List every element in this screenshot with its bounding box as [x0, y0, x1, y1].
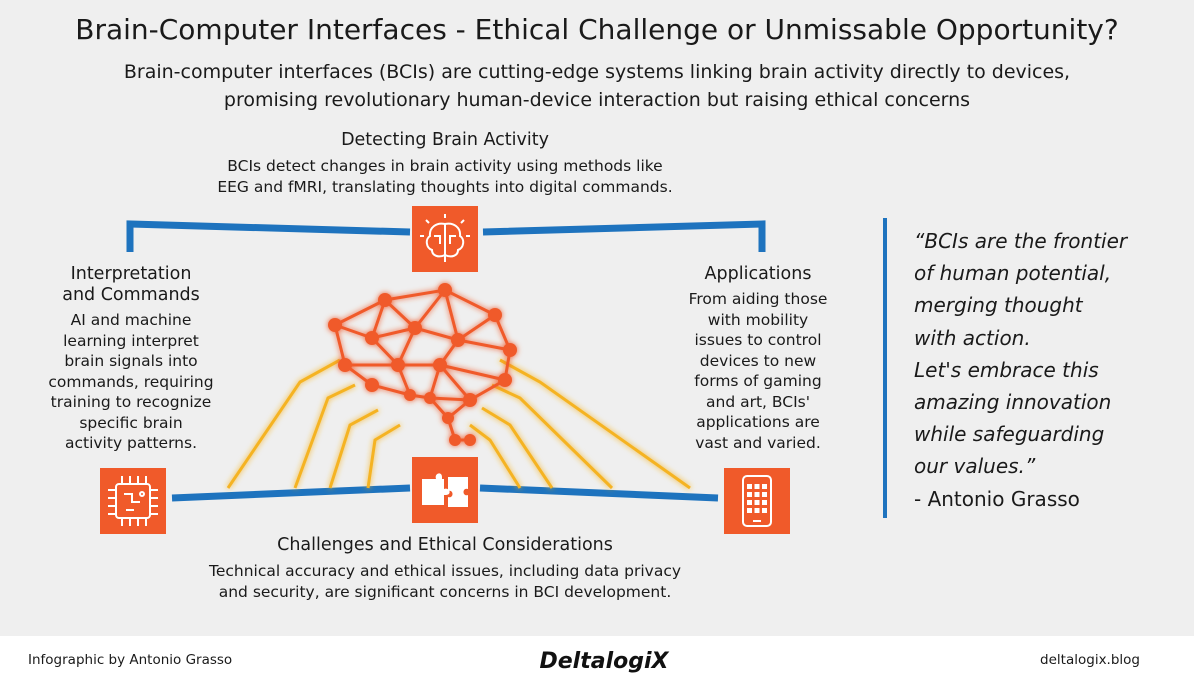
- quote-line: merging thought: [914, 293, 1083, 318]
- section-body-line: forms of gaming: [694, 372, 822, 390]
- section-interpretation-and-commands: Interpretation and Commands AI and machi…: [20, 264, 242, 454]
- quote-accent-bar: [883, 218, 887, 518]
- section-body-line: vast and varied.: [695, 433, 821, 452]
- section-body: From aiding those with mobility issues t…: [662, 289, 854, 453]
- quote-line: with action.: [914, 325, 1031, 350]
- quote-line: Let's embrace this: [914, 357, 1099, 382]
- microchip-icon: [108, 476, 158, 526]
- top-connector-bracket: [126, 220, 766, 252]
- brain-network-icon: [328, 283, 517, 446]
- section-body: BCIs detect changes in brain activity us…: [180, 156, 710, 197]
- section-body-line: EEG and fMRI, translating thoughts into …: [217, 177, 673, 196]
- logo-text: DeltalogiX: [540, 649, 670, 674]
- section-body-line: BCIs detect changes in brain activity us…: [227, 157, 663, 175]
- section-body-line: specific brain: [79, 413, 183, 432]
- subtitle-line: promising revolutionary human-device int…: [223, 89, 971, 111]
- brain-circuit-icon: [420, 214, 470, 262]
- section-detecting-brain-activity: Detecting Brain Activity BCIs detect cha…: [180, 130, 710, 197]
- section-applications: Applications From aiding those with mobi…: [662, 264, 854, 453]
- section-body-line: and security, are significant concerns i…: [218, 582, 672, 601]
- section-title: Challenges and Ethical Considerations: [277, 535, 613, 555]
- section-body-line: with mobility: [707, 310, 809, 329]
- section-challenges-and-ethical-considerations: Challenges and Ethical Considerations Te…: [150, 535, 740, 602]
- section-body-line: applications are: [696, 413, 820, 431]
- brain-circuit-icon-box: [412, 206, 478, 272]
- section-body-line: Technical accuracy and ethical issues, i…: [208, 562, 682, 580]
- bottom-connector-line: [171, 484, 719, 502]
- section-body-line: issues to control: [694, 331, 822, 349]
- quote-line: of human potential,: [914, 261, 1112, 286]
- page-subtitle: Brain-computer interfaces (BCIs) are cut…: [0, 58, 1194, 114]
- footer-website: deltalogix.blog: [1040, 652, 1140, 668]
- section-body-line: brain signals into: [64, 352, 198, 370]
- right-circuit-lines: [469, 358, 691, 490]
- quote-author: - Antonio Grasso: [914, 486, 1080, 511]
- quote-block: “BCIs are the frontier of human potentia…: [914, 225, 1176, 515]
- puzzle-piece-icon-box: [412, 457, 478, 523]
- section-body-line: and art, BCIs': [706, 392, 810, 411]
- section-title-line: and Commands: [62, 285, 200, 305]
- quote-line: “BCIs are the frontier: [914, 229, 1128, 253]
- deltalogix-logo: DeltalogiX: [534, 647, 674, 680]
- microchip-icon-box: [100, 468, 166, 534]
- section-body-line: AI and machine: [70, 311, 192, 329]
- smartphone-icon: [742, 475, 772, 527]
- puzzle-piece-icon: [422, 473, 468, 507]
- diagram-graphics: [126, 220, 766, 502]
- quote-line: our values.”: [914, 454, 1036, 479]
- quote-line: while safeguarding: [914, 422, 1105, 447]
- section-body-line: From aiding those: [688, 290, 828, 308]
- quote-text: “BCIs are the frontier of human potentia…: [914, 225, 1176, 483]
- quote-line: amazing innovation: [914, 390, 1112, 415]
- section-body-line: training to recognize: [50, 393, 212, 411]
- section-body: AI and machine learning interpret brain …: [20, 310, 242, 454]
- section-title: Detecting Brain Activity: [341, 130, 549, 150]
- subtitle-line: Brain-computer interfaces (BCIs) are cut…: [123, 61, 1071, 83]
- smartphone-icon-box: [724, 468, 790, 534]
- page-title: Brain-Computer Interfaces - Ethical Chal…: [75, 13, 1119, 46]
- section-body-line: activity patterns.: [64, 434, 197, 452]
- left-circuit-lines: [226, 358, 401, 489]
- section-title: Interpretation and Commands: [20, 264, 242, 306]
- section-title: Applications: [704, 264, 812, 284]
- section-body-line: devices to new: [699, 351, 817, 370]
- footer-credit: Infographic by Antonio Grasso: [28, 652, 233, 668]
- section-body-line: learning interpret: [63, 331, 199, 350]
- section-body: Technical accuracy and ethical issues, i…: [150, 561, 740, 602]
- section-body-line: commands, requiring: [48, 372, 214, 391]
- section-title-line: Interpretation: [70, 264, 192, 284]
